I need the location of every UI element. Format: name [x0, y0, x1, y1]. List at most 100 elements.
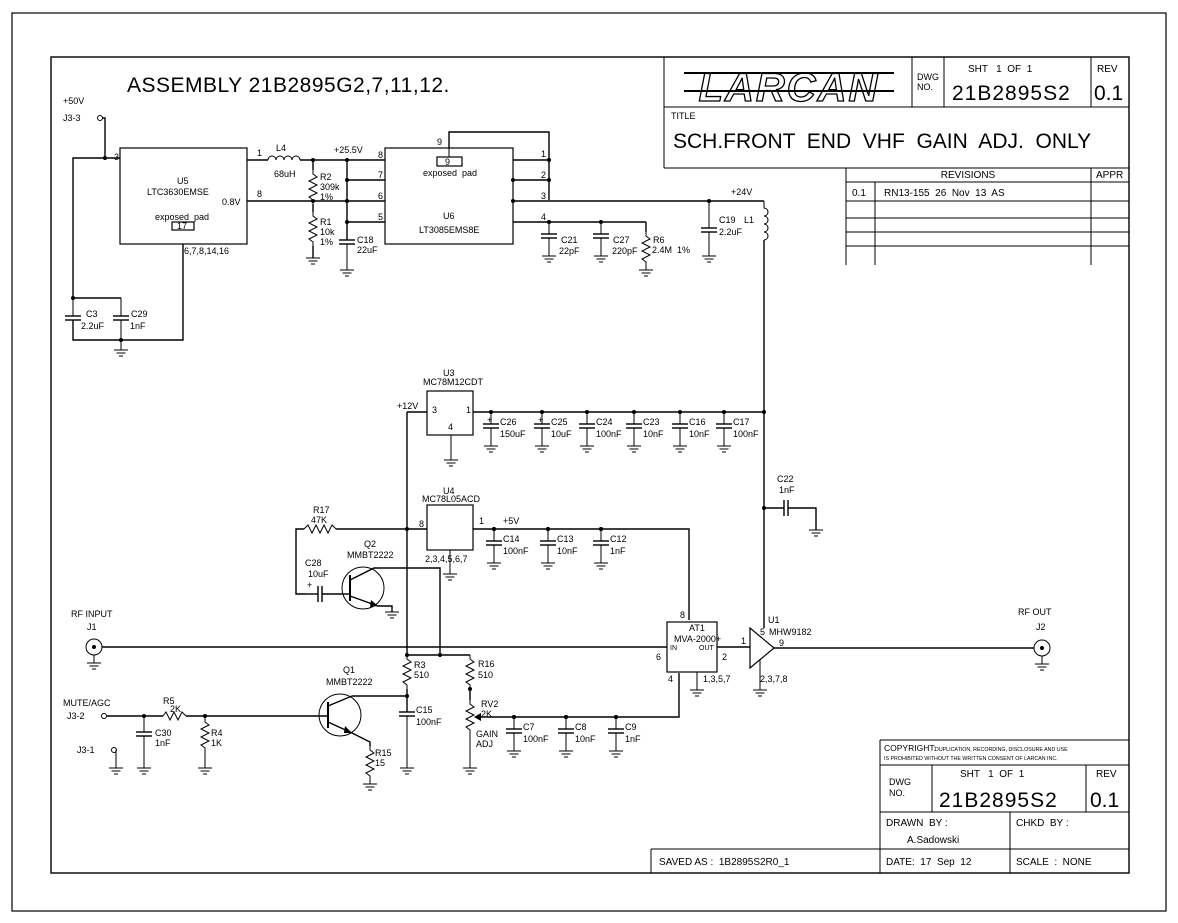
r15-value: 15	[375, 758, 385, 768]
l4-value: 68uH	[274, 169, 296, 179]
q2-ref: Q2	[364, 539, 376, 549]
c13-ref: C13	[557, 534, 574, 544]
c19-value: 2.2uF	[719, 227, 743, 237]
u6-pin-7: 7	[378, 170, 383, 180]
net-label-0.8v: 0.8V	[222, 197, 241, 207]
c22-value: 1nF	[779, 485, 795, 495]
u5-pin-8: 8	[257, 189, 262, 199]
u1-pin-9: 9	[779, 638, 784, 648]
c29-value: 1nF	[130, 321, 146, 331]
c19-ref: C19	[719, 215, 736, 225]
assembly-title: ASSEMBLY 21B2895G2,7,11,12.	[127, 74, 450, 97]
rev-label: REV	[1097, 64, 1118, 75]
u6-pin-2: 2	[541, 170, 546, 180]
revisions-header: REVISIONS	[941, 170, 996, 181]
u6-pin-1: 1	[541, 149, 546, 159]
c13-value: 10nF	[557, 546, 578, 556]
net-label-50v: +50V	[63, 96, 84, 106]
c15-value: 100nF	[416, 717, 442, 727]
q2-part: MMBT2222	[347, 550, 394, 560]
r16-value: 510	[478, 670, 493, 680]
l1-ref: L1	[744, 215, 754, 225]
u6-pin-4: 4	[541, 212, 546, 222]
u4-5v-section: U4 MC78L05ACD 8 1 2,3,4,5,6,7 +5V	[405, 486, 690, 620]
c21-value: 22pF	[559, 246, 580, 256]
c18-value: 22uF	[357, 245, 378, 255]
net-label-5v: +5V	[503, 516, 519, 526]
u4-part: MC78L05ACD	[422, 494, 481, 504]
connector-j2: J2	[1036, 622, 1046, 632]
r2-value: 309k	[320, 182, 340, 192]
r5-ref: R5	[163, 696, 175, 706]
at1-part: MVA-2000+	[674, 634, 721, 644]
u1-pin-1: 1	[741, 636, 746, 646]
r16-ref: R16	[478, 659, 495, 669]
c26-ref: C26	[500, 417, 517, 427]
u5-part: LTC3630EMSE	[147, 187, 209, 197]
c14-ref: C14	[503, 534, 520, 544]
drawing-number: 21B2895S2	[952, 82, 1071, 105]
svg-text:LARCAN: LARCAN	[699, 66, 880, 110]
net-label-24v: +24V	[731, 187, 752, 197]
c9-value: 1nF	[625, 734, 641, 744]
connector-j1: J1	[87, 622, 97, 632]
u1-gnd-pins: 2,3,7,8	[760, 674, 788, 684]
bottom-rev-label: REV	[1096, 769, 1117, 780]
u1-amplifier	[749, 626, 775, 670]
u4-regulator	[426, 504, 474, 551]
bottom-sheet: SHT 1 OF 1	[960, 769, 1025, 780]
copyright-text-2: IS PROHIBITED WITHOUT THE WRITTEN CONSEN…	[884, 756, 1058, 762]
r2-ref: R2	[320, 172, 332, 182]
bottom-dwg-label: DWG	[889, 777, 911, 787]
l4-ref: L4	[276, 143, 286, 153]
c24-value: 100nF	[596, 429, 622, 439]
copyright-text: DUPLICATION, RECORDING, DISCLOSURE AND U…	[935, 747, 1068, 753]
r4-value: 1K	[211, 738, 222, 748]
rv2-ref: RV2	[481, 699, 498, 709]
r1-tol: 1%	[320, 237, 333, 247]
c8-ref: C8	[575, 722, 587, 732]
u5-pad-label: exposed pad	[155, 212, 209, 222]
bottom-dwg-label-2: NO.	[889, 788, 905, 798]
c25-value: 10uF	[551, 429, 572, 439]
rv2-value: 2K	[481, 709, 492, 719]
rf-path: RF INPUT J1 AT1 MVA-2000+ IN OUT 8 6 2 4…	[71, 474, 1052, 697]
c17-value: 100nF	[733, 429, 759, 439]
q1-part: MMBT2222	[326, 677, 373, 687]
q2-transistor	[341, 566, 385, 610]
c23-value: 10nF	[643, 429, 664, 439]
appr-header: APPR	[1096, 170, 1123, 181]
outer-border	[11, 12, 1167, 912]
dwg-no-label-2: NO.	[917, 82, 933, 92]
c8-value: 10nF	[575, 734, 596, 744]
u3-ref: U3	[443, 368, 455, 378]
c27-ref: C27	[613, 235, 630, 245]
c23-ref: C23	[643, 417, 660, 427]
u6-pin-3: 3	[541, 191, 546, 201]
c16-ref: C16	[689, 417, 706, 427]
u3-pin-1: 1	[466, 405, 471, 415]
u4-pin-1: 1	[479, 516, 484, 526]
bottom-title-block: COPYRIGHT: DUPLICATION, RECORDING, DISCL…	[650, 739, 1129, 873]
at1-gnd-pins: 1,3,5,7	[703, 674, 731, 684]
at1-pin-8: 8	[680, 610, 685, 620]
revisions-table: REVISIONS APPR 0.1 RN13-155 26 Nov 13 AS	[845, 168, 1129, 265]
revision-row-text: RN13-155 26 Nov 13 AS	[884, 188, 1005, 199]
drawing-scale: SCALE : NONE	[1016, 857, 1092, 868]
u6-pin-6: 6	[378, 191, 383, 201]
at1-pin-6: 6	[656, 652, 661, 662]
u3-pin-4: 4	[448, 422, 453, 432]
c3-value: 2.2uF	[81, 321, 105, 331]
u3-regulator	[426, 390, 474, 436]
saved-as: SAVED AS : 1B2895S2R0_1	[659, 857, 790, 868]
r6-value: 2.4M 1%	[652, 245, 690, 255]
rf-output-label: RF OUT	[1018, 607, 1052, 617]
u5-ref: U5	[177, 176, 189, 186]
u1-part: MHW9182	[769, 627, 812, 637]
rv2-note-adj: ADJ	[476, 739, 493, 749]
c28-ref: C28	[305, 558, 322, 568]
u6-ref: U6	[443, 211, 455, 221]
